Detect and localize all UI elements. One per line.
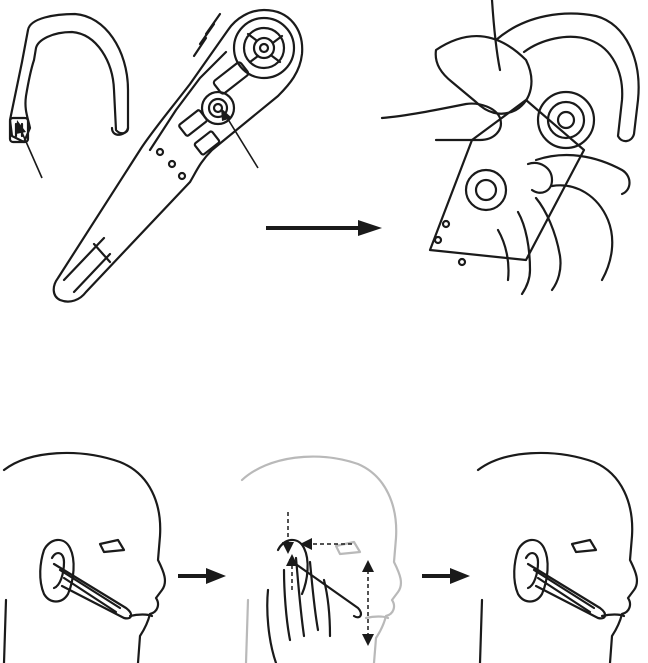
hand-icon — [382, 36, 630, 294]
step-arrow-bottom-1 — [176, 566, 228, 586]
earloop-on-headset-icon — [430, 0, 639, 265]
head-adjusting-headset — [232, 440, 422, 663]
head-with-headset-2 — [472, 440, 648, 663]
hands-attaching-earloop-illustration — [376, 0, 648, 300]
head-with-headset-1 — [0, 440, 180, 663]
arrow-heads — [282, 538, 374, 646]
hand-adjusting-icon — [267, 540, 361, 663]
headset-on-ear-icon — [514, 540, 605, 618]
headset-body-icon — [54, 10, 302, 302]
step-arrow-bottom-2 — [420, 566, 472, 586]
earloop-icon — [10, 14, 128, 142]
headset-disassembled-illustration — [0, 0, 320, 320]
step-arrow-top — [262, 216, 386, 240]
